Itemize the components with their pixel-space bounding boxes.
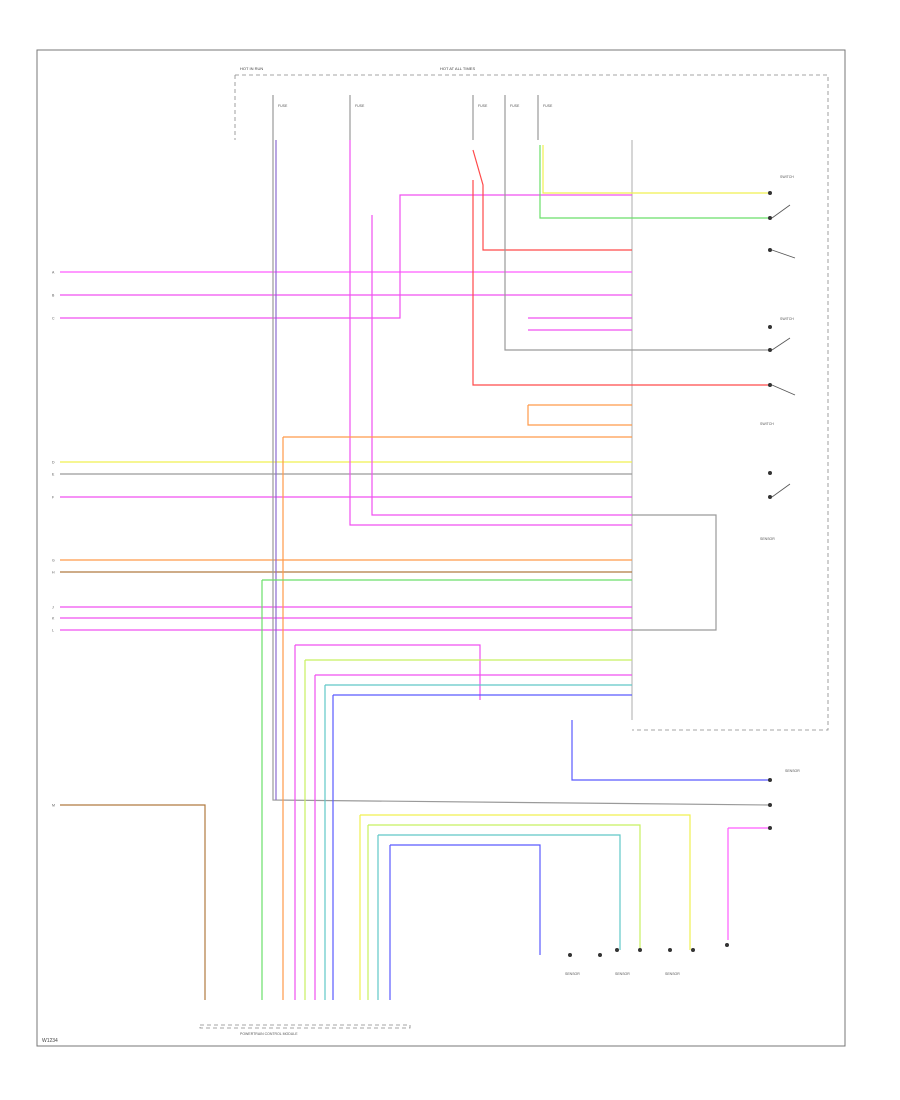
switch-1: SWITCH	[768, 175, 794, 220]
sensor-right-2: SENSOR	[768, 769, 800, 830]
left-pin-label: E	[52, 473, 55, 477]
svg-text:SWITCH: SWITCH	[780, 175, 794, 179]
fuse-box-outline	[235, 74, 829, 731]
pink-fuse-feed-2	[371, 215, 632, 516]
brown-left	[60, 804, 206, 1000]
red-switch-feed	[472, 180, 770, 386]
fuse-label-b: FUSE	[355, 104, 365, 108]
fuse-label-e: FUSE	[543, 104, 553, 108]
red-fuse-feed	[472, 149, 632, 251]
gray-fuse-feed-2	[504, 140, 770, 351]
pcm-dashed-box	[199, 1024, 411, 1029]
green-fuse-feed	[539, 145, 770, 219]
left-pin-label: K	[52, 617, 55, 621]
svg-text:SWITCH: SWITCH	[780, 317, 794, 321]
sensor-a-label: SENSOR	[565, 972, 580, 976]
left-pin-label: A	[52, 271, 55, 275]
left-pin-label: H	[52, 571, 55, 575]
yellow-bottom	[359, 814, 691, 1000]
switch-3: SWITCH	[760, 383, 796, 499]
hot-at-all-times-label: HOT AT ALL TIMES	[440, 66, 475, 71]
blue-down	[332, 694, 632, 1000]
gray-box-line	[632, 514, 717, 631]
svg-text:SENSOR: SENSOR	[760, 537, 775, 541]
fuse-pins	[272, 95, 539, 140]
pcm-label: POWERTRAIN CONTROL MODULE	[240, 1032, 298, 1036]
left-pin-label: J	[52, 606, 54, 610]
teal-bottom	[377, 834, 621, 1000]
left-connector-pins: A B C D E F G H J K L M	[52, 271, 55, 808]
bottom-components: POWERTRAIN CONTROL MODULE SENSOR SENSOR …	[199, 943, 729, 1036]
diagram-frame	[36, 49, 846, 1047]
switch-2: SWITCH	[768, 248, 796, 352]
left-pin-label: F	[52, 496, 54, 500]
orange-down	[282, 436, 632, 1000]
pink-down-2	[314, 674, 632, 1000]
teal-down	[324, 684, 632, 1000]
green-down	[261, 579, 632, 1000]
left-pin-label: L	[52, 629, 54, 633]
svg-text:SENSOR: SENSOR	[785, 769, 800, 773]
sensor-c-label: SENSOR	[665, 972, 680, 976]
yellow-fuse-feed	[542, 145, 770, 194]
left-pin-label: G	[52, 559, 55, 563]
gray-fuse-feed	[272, 140, 771, 806]
fuse-label-d: FUSE	[510, 104, 520, 108]
blue-bottom	[389, 844, 541, 1000]
left-pin-label: C	[52, 317, 55, 321]
pink-wire-2	[60, 194, 632, 319]
left-pin-label: D	[52, 461, 55, 465]
pink-fuse-feed	[349, 140, 632, 526]
green-bottom	[367, 824, 641, 1000]
sensor-right-1: SENSOR	[760, 537, 775, 541]
fuse-label-a: FUSE	[278, 104, 288, 108]
left-pin-label: M	[52, 804, 55, 808]
footer-tag: W1234	[42, 1038, 58, 1044]
wires	[60, 140, 771, 1000]
blue-right	[571, 720, 770, 781]
lightgreen-down	[304, 659, 632, 1000]
pink-right	[727, 827, 770, 940]
hot-in-run-label: HOT IN RUN	[240, 66, 263, 71]
right-switches: SWITCH SWITCH SWITCH SENSOR SENSOR	[760, 175, 800, 830]
sensor-b-label: SENSOR	[615, 972, 630, 976]
fuse-label-c: FUSE	[478, 104, 488, 108]
pink-down-1	[294, 644, 481, 1000]
svg-text:SWITCH: SWITCH	[760, 422, 774, 426]
left-pin-label: B	[52, 294, 55, 298]
orange-loop	[527, 404, 632, 426]
